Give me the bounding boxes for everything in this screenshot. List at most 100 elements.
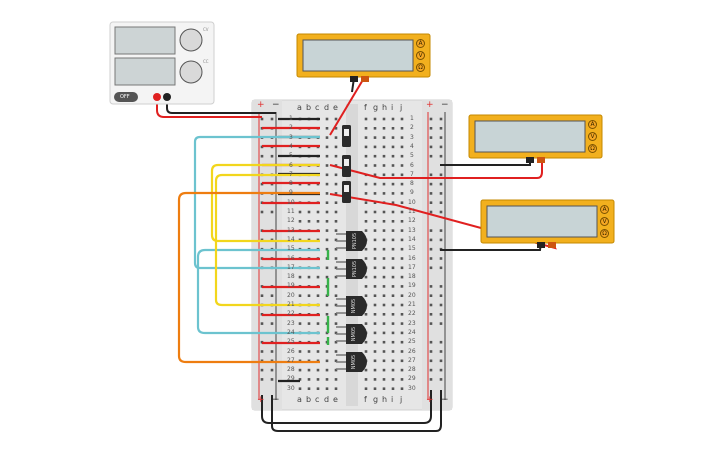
breadboard-hole[interactable] — [334, 173, 338, 177]
breadboard-hole[interactable] — [391, 220, 395, 223]
breadboard-hole[interactable] — [334, 238, 338, 242]
breadboard-hole[interactable] — [429, 173, 433, 177]
breadboard-hole[interactable] — [382, 294, 386, 297]
probe-com[interactable] — [526, 157, 534, 163]
breadboard-hole[interactable] — [316, 294, 320, 297]
breadboard-hole[interactable] — [382, 275, 386, 279]
transistor[interactable] — [336, 259, 367, 279]
breadboard-hole[interactable] — [439, 257, 443, 260]
breadboard-hole[interactable] — [382, 238, 386, 242]
multimeter-2[interactable] — [468, 114, 603, 163]
breadboard-hole[interactable] — [325, 238, 329, 242]
breadboard-hole[interactable] — [429, 210, 433, 214]
breadboard-hole[interactable] — [439, 368, 443, 372]
breadboard-hole[interactable] — [391, 229, 395, 232]
breadboard-hole[interactable] — [382, 340, 386, 344]
breadboard-hole[interactable] — [429, 127, 433, 130]
transistor[interactable] — [336, 231, 367, 251]
breadboard-hole[interactable] — [334, 275, 338, 279]
breadboard-hole[interactable] — [334, 192, 338, 195]
breadboard-hole[interactable] — [400, 322, 404, 325]
breadboard-hole[interactable] — [270, 378, 274, 381]
breadboard-hole[interactable] — [325, 303, 329, 307]
breadboard-hole[interactable] — [316, 350, 320, 353]
breadboard-hole[interactable] — [334, 247, 338, 251]
breadboard-hole[interactable] — [382, 173, 386, 177]
breadboard-hole[interactable] — [400, 275, 404, 279]
breadboard-hole[interactable] — [400, 154, 404, 158]
breadboard-hole[interactable] — [270, 182, 274, 186]
breadboard-hole[interactable] — [334, 359, 338, 363]
multimeter-3[interactable] — [480, 199, 615, 248]
breadboard-hole[interactable] — [334, 294, 338, 297]
wire-mm2-red[interactable] — [329, 160, 543, 179]
power-switch[interactable] — [114, 92, 138, 102]
breadboard-hole[interactable] — [364, 313, 368, 316]
breadboard-hole[interactable] — [400, 182, 404, 186]
breadboard-hole[interactable] — [364, 164, 368, 167]
breadboard-hole[interactable] — [334, 322, 338, 325]
breadboard-hole[interactable] — [364, 192, 368, 195]
breadboard-hole[interactable] — [382, 136, 386, 139]
breadboard-hole[interactable] — [325, 229, 329, 232]
breadboard-hole[interactable] — [334, 340, 338, 344]
breadboard-hole[interactable] — [364, 136, 368, 139]
breadboard-hole[interactable] — [382, 387, 386, 390]
breadboard-hole[interactable] — [373, 359, 377, 363]
breadboard-hole[interactable] — [270, 368, 274, 372]
breadboard-hole[interactable] — [391, 136, 395, 139]
breadboard-hole[interactable] — [439, 229, 443, 232]
breadboard-hole[interactable] — [382, 117, 386, 121]
breadboard-hole[interactable] — [307, 378, 311, 381]
breadboard-hole[interactable] — [439, 182, 443, 186]
breadboard-hole[interactable] — [400, 387, 404, 390]
breadboard-hole[interactable] — [429, 303, 433, 307]
breadboard-hole[interactable] — [400, 136, 404, 139]
breadboard-hole[interactable] — [334, 387, 338, 390]
breadboard-hole[interactable] — [307, 387, 311, 390]
breadboard-hole[interactable] — [391, 275, 395, 279]
breadboard-hole[interactable] — [334, 257, 338, 260]
breadboard-hole[interactable] — [364, 210, 368, 214]
breadboard-hole[interactable] — [373, 145, 377, 149]
breadboard-hole[interactable] — [400, 229, 404, 232]
breadboard-hole[interactable] — [391, 182, 395, 186]
breadboard-hole[interactable] — [391, 313, 395, 316]
breadboard-hole[interactable] — [270, 294, 274, 297]
breadboard-hole[interactable] — [382, 285, 386, 288]
breadboard-hole[interactable] — [439, 154, 443, 158]
breadboard-hole[interactable] — [334, 164, 338, 167]
voltage-knob[interactable] — [179, 28, 203, 52]
breadboard-hole[interactable] — [391, 145, 395, 149]
breadboard-hole[interactable] — [382, 331, 386, 335]
breadboard-hole[interactable] — [373, 266, 377, 270]
breadboard-hole[interactable] — [391, 340, 395, 344]
breadboard-hole[interactable] — [382, 210, 386, 214]
breadboard-hole[interactable] — [373, 257, 377, 260]
wire-yellow[interactable] — [214, 173, 320, 307]
wire-bottom-loop[interactable] — [261, 390, 432, 424]
breadboard-hole[interactable] — [325, 378, 329, 381]
breadboard-hole[interactable] — [439, 127, 443, 130]
breadboard-hole[interactable] — [298, 359, 302, 363]
breadboard-hole[interactable] — [316, 368, 320, 372]
breadboard-hole[interactable] — [334, 266, 338, 270]
breadboard-hole[interactable] — [391, 331, 395, 335]
breadboard-hole[interactable] — [298, 378, 302, 381]
breadboard-hole[interactable] — [298, 322, 302, 325]
breadboard-hole[interactable] — [334, 154, 338, 158]
breadboard-hole[interactable] — [270, 210, 274, 214]
breadboard-hole[interactable] — [334, 331, 338, 335]
breadboard-hole[interactable] — [382, 359, 386, 363]
breadboard-hole[interactable] — [382, 164, 386, 167]
breadboard-hole[interactable] — [439, 201, 443, 204]
breadboard-hole[interactable] — [439, 378, 443, 381]
breadboard-hole[interactable] — [373, 182, 377, 186]
breadboard-hole[interactable] — [400, 285, 404, 288]
breadboard-hole[interactable] — [373, 294, 377, 297]
breadboard-hole[interactable] — [439, 313, 443, 316]
breadboard-hole[interactable] — [307, 322, 311, 325]
breadboard-hole[interactable] — [429, 378, 433, 381]
breadboard-hole[interactable] — [325, 387, 329, 390]
